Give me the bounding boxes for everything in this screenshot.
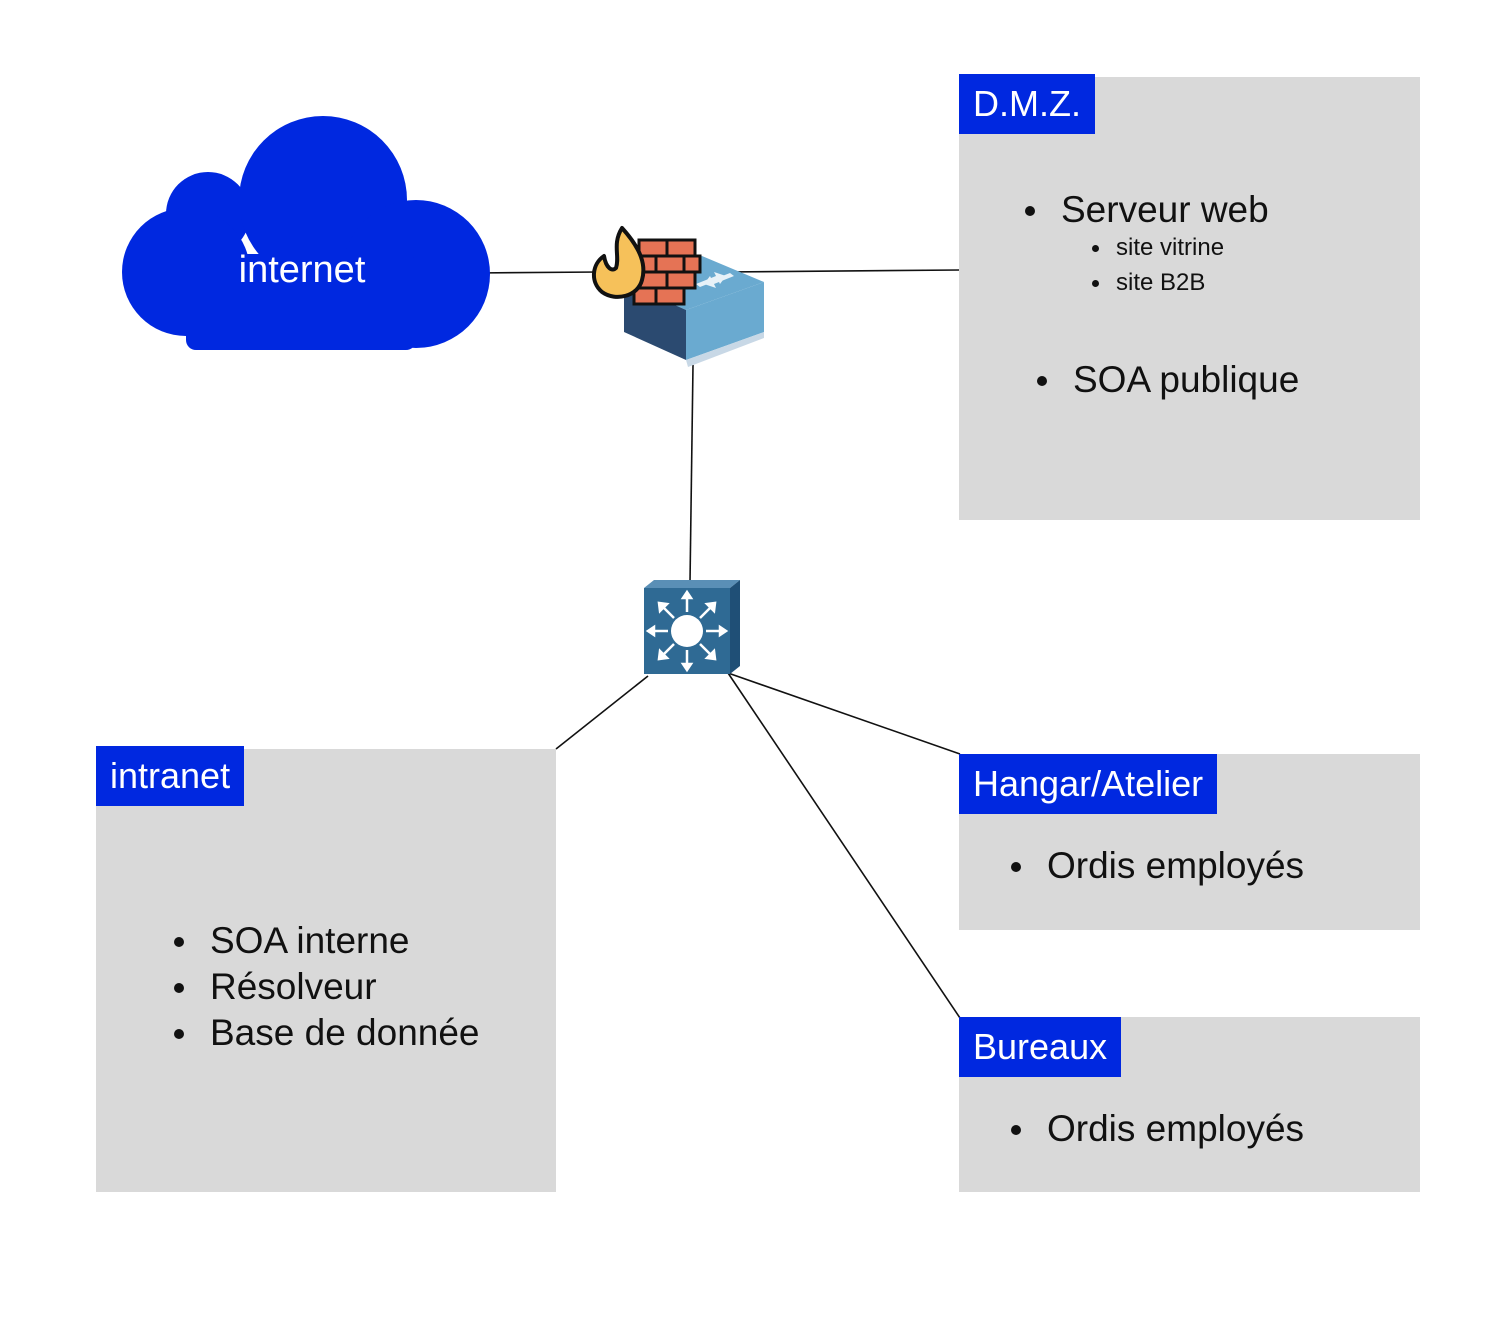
link-switch-bureaux	[727, 672, 961, 1019]
dmz-zone: D.M.Z. Serveur web site vitrine site B2B…	[959, 74, 1420, 520]
list-item: Base de donnée	[172, 1010, 480, 1056]
layer3-switch-icon	[644, 580, 740, 674]
internet-label: internet	[238, 249, 366, 291]
list-item: Résolveur	[172, 964, 377, 1010]
list-item: site vitrine	[1092, 231, 1224, 265]
link-switch-intranet	[555, 675, 649, 750]
intranet-title: intranet	[96, 746, 245, 806]
hangar-zone: Hangar/Atelier Ordis employés	[959, 754, 1420, 930]
link-firewall-dmz	[719, 269, 961, 273]
bureaux-title: Bureaux	[959, 1017, 1122, 1077]
list-item: SOA publique	[1035, 357, 1299, 403]
link-firewall-switch	[689, 364, 694, 583]
list-item: SOA interne	[172, 918, 410, 964]
cloud-icon	[122, 116, 490, 350]
link-internet-firewall	[473, 271, 601, 274]
hangar-title: Hangar/Atelier	[959, 754, 1218, 814]
list-item: site B2B	[1092, 266, 1205, 300]
intranet-zone: intranet SOA interne Résolveur Base de d…	[96, 746, 556, 1192]
dmz-title: D.M.Z.	[959, 74, 1095, 134]
link-switch-hangar	[727, 672, 961, 755]
bureaux-zone: Bureaux Ordis employés	[959, 1017, 1420, 1192]
firewall-router-icon	[592, 226, 764, 367]
list-item: Serveur web	[1023, 187, 1269, 233]
list-item: Ordis employés	[1009, 843, 1304, 889]
list-item: Ordis employés	[1009, 1106, 1304, 1152]
